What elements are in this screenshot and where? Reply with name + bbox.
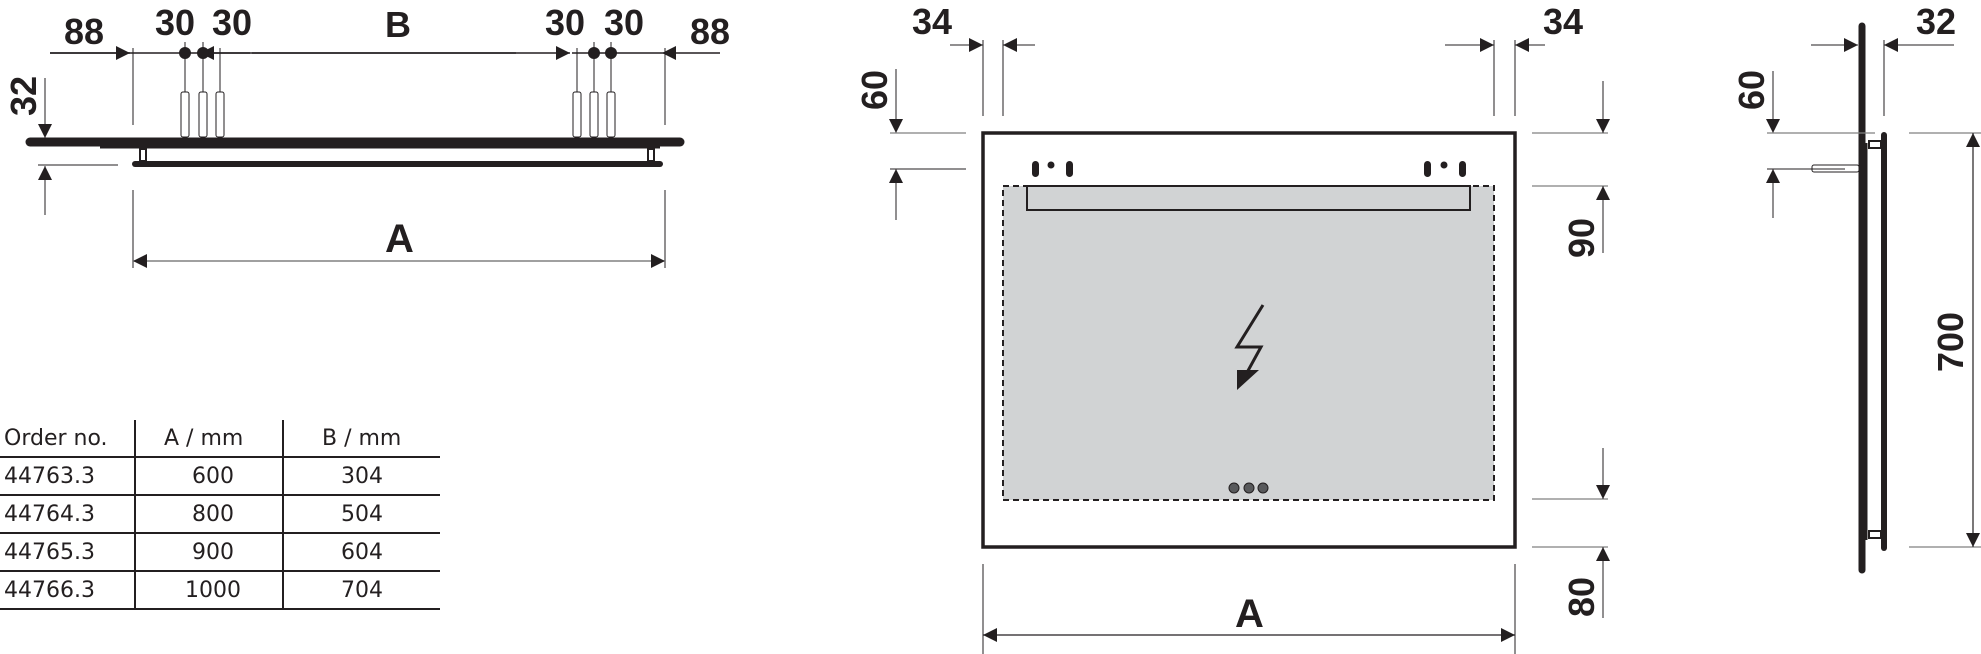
front-view: 34 34 60 90 80 A <box>854 1 1610 654</box>
wall-plug-icon <box>180 91 616 138</box>
order-number: 44764.3 <box>0 494 136 533</box>
a-value: 600 <box>135 456 284 495</box>
order-number: 44766.3 <box>0 570 136 610</box>
side-view: 32 60 700 <box>1731 1 1981 574</box>
b-value: 604 <box>283 532 440 571</box>
dim-overall-width: A <box>385 217 414 261</box>
a-value: 1000 <box>135 570 284 610</box>
a-value: 900 <box>135 532 284 571</box>
table-row: 44765.3 900 604 <box>0 532 440 571</box>
order-number: 44765.3 <box>0 532 136 571</box>
dim-right-inset: 34 <box>1543 1 1583 42</box>
dim-top-hole-offset: 60 <box>854 70 895 110</box>
sensor-buttons-icon <box>1228 482 1269 494</box>
electrical-connection-icon <box>1234 304 1265 390</box>
a-value: 800 <box>135 494 284 533</box>
dim-left-offset: 88 <box>64 11 104 52</box>
b-value: 504 <box>283 494 440 533</box>
dim-side-height: 700 <box>1930 312 1971 372</box>
table-row: 44763.3 600 304 <box>0 456 440 495</box>
dim-top-light-offset: 90 <box>1561 218 1602 258</box>
dim-left-spacing-2: 30 <box>212 2 252 43</box>
dim-right-spacing-1: 30 <box>545 2 585 43</box>
b-value: 704 <box>283 570 440 610</box>
header-b-mm: B / mm <box>322 425 402 451</box>
dim-left-inset: 34 <box>912 1 952 42</box>
dim-left-spacing-1: 30 <box>155 2 195 43</box>
dim-bottom-offset: 80 <box>1561 577 1602 617</box>
dim-overall-width: A <box>1235 592 1264 636</box>
table-row: 44766.3 1000 704 <box>0 570 440 610</box>
dim-right-spacing-2: 30 <box>604 2 644 43</box>
header-order-no: Order no. <box>0 420 136 457</box>
b-value: 304 <box>283 456 440 495</box>
header-a-mm: A / mm <box>135 420 284 457</box>
table-row: 44764.3 800 504 <box>0 494 440 533</box>
light-bar <box>1026 185 1471 211</box>
order-number: 44763.3 <box>0 456 136 495</box>
mounting-holes-icon <box>1032 161 1466 177</box>
dim-center-span: B <box>385 4 411 45</box>
dim-depth: 32 <box>3 76 44 116</box>
dim-side-hole-offset: 60 <box>1731 70 1772 110</box>
table-header-row: Order no. A / mm B / mm <box>0 420 440 457</box>
dim-right-offset: 88 <box>690 11 730 52</box>
top-view: 88 30 30 B 30 30 88 32 A <box>3 2 730 268</box>
spec-table: Order no. A / mm B / mm 44763.3 600 304 … <box>0 420 440 610</box>
dim-side-depth: 32 <box>1916 1 1956 42</box>
mirror-glass-area <box>1002 185 1495 501</box>
